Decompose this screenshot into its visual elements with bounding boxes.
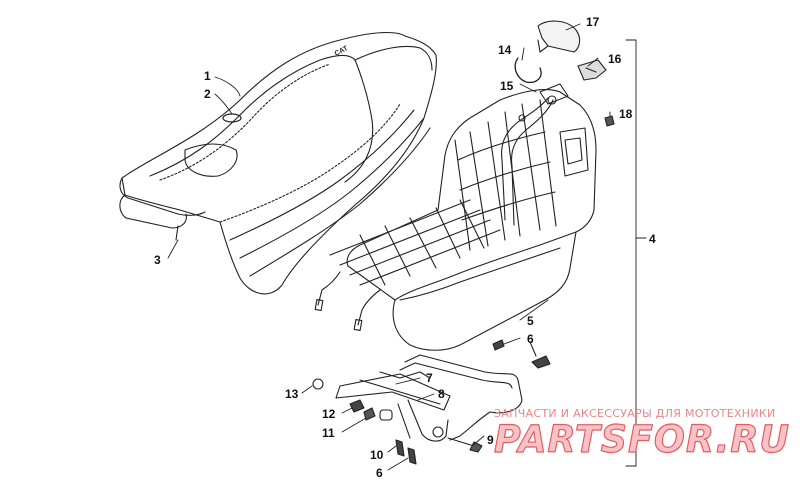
seat-cushion (119, 32, 437, 295)
fasteners (312, 339, 551, 465)
callout-5: 5 (527, 314, 534, 328)
callout-9: 9 (487, 433, 494, 447)
callout-16: 16 (608, 52, 622, 66)
callout-2: 2 (204, 87, 211, 101)
callout-13: 13 (285, 387, 299, 401)
seat-base-tray (314, 83, 597, 351)
leader-lines (167, 23, 647, 471)
callout-1: 1 (204, 69, 211, 83)
clip-ring-14 (514, 57, 542, 84)
callout-11: 11 (322, 426, 335, 440)
callout-8: 8 (438, 387, 445, 401)
callout-3: 3 (154, 253, 161, 267)
callout-4: 4 (649, 232, 656, 246)
callout-15: 15 (500, 79, 514, 93)
seat-frame-bracket (335, 354, 523, 442)
callout-18: 18 (619, 107, 633, 121)
callout-12: 12 (322, 407, 336, 421)
bolt-18 (604, 115, 615, 127)
watermark-tagline: ЗАПЧАСТИ И АКСЕССУАРЫ ДЛЯ МОТОТЕХНИКИ (494, 407, 776, 420)
callout-14: 14 (498, 43, 512, 57)
callout-6-upper: 6 (527, 332, 534, 346)
watermark-logo: PARTSFOR.RU (494, 418, 790, 461)
callout-17: 17 (586, 15, 600, 29)
latch-cover-17 (537, 20, 581, 53)
callout-10: 10 (370, 448, 384, 462)
callout-7: 7 (426, 371, 433, 385)
callout-6-lower: 6 (376, 466, 383, 480)
